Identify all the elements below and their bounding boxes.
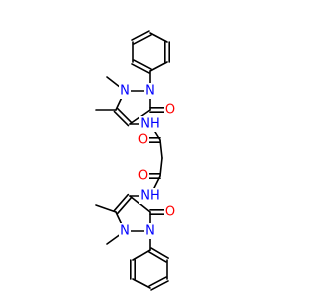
atom-label-bg-n-upper-1 <box>144 83 156 99</box>
bond-double-24-a <box>113 193 130 212</box>
bond-double-32-b <box>150 247 169 259</box>
bond-double-3-b <box>131 63 150 74</box>
bond-double-9-a <box>113 110 130 127</box>
atom-label-bg-nh-upper <box>139 116 161 132</box>
bond-double-5-a <box>133 34 152 45</box>
atom-label-n-upper-2: N <box>120 84 130 99</box>
atom-label-o-upper-ring: O <box>165 103 175 118</box>
atom-label-n-lower-2: N <box>120 224 130 239</box>
atom-label-bg-nh-lower <box>139 188 161 204</box>
bond-single-29 <box>95 204 117 213</box>
bond-single-0 <box>149 32 168 43</box>
atom-label-bg-n-lower-1 <box>144 223 156 239</box>
bond-single-19 <box>159 157 163 177</box>
atom-label-n-lower-1: N <box>145 224 155 239</box>
atom-label-bg-o-amide-lower <box>137 168 149 184</box>
atom-label-nh-upper: NH <box>140 117 160 132</box>
bond-layer <box>95 30 171 291</box>
bond-single-18 <box>159 139 163 159</box>
bond-double-24-b <box>116 196 133 215</box>
atom-label-nh-lower: NH <box>140 189 160 204</box>
bond-single-37 <box>132 249 151 261</box>
atom-label-o-amide-lower: O <box>138 169 148 184</box>
atom-label-bg-n-lower-2 <box>119 223 131 239</box>
bond-double-9-b <box>116 107 133 124</box>
bond-double-34-a <box>148 276 167 287</box>
atom-label-bg-o-amide-upper <box>137 132 149 148</box>
atom-label-o-lower-ring: O <box>165 205 175 220</box>
atom-label-bg-o-upper-ring <box>164 102 176 118</box>
atom-label-n-upper-1: N <box>145 84 155 99</box>
bond-double-5-b <box>131 30 150 41</box>
bond-double-32-a <box>148 251 167 263</box>
atom-label-o-amide-upper: O <box>138 133 148 148</box>
atom-label-bg-o-lower-ring <box>164 204 176 220</box>
atom-label-bg-n-upper-2 <box>119 83 131 99</box>
bond-single-2 <box>149 61 168 72</box>
bond-double-34-b <box>150 280 169 291</box>
bond-double-3-a <box>133 59 152 70</box>
bond-single-35 <box>132 278 151 289</box>
